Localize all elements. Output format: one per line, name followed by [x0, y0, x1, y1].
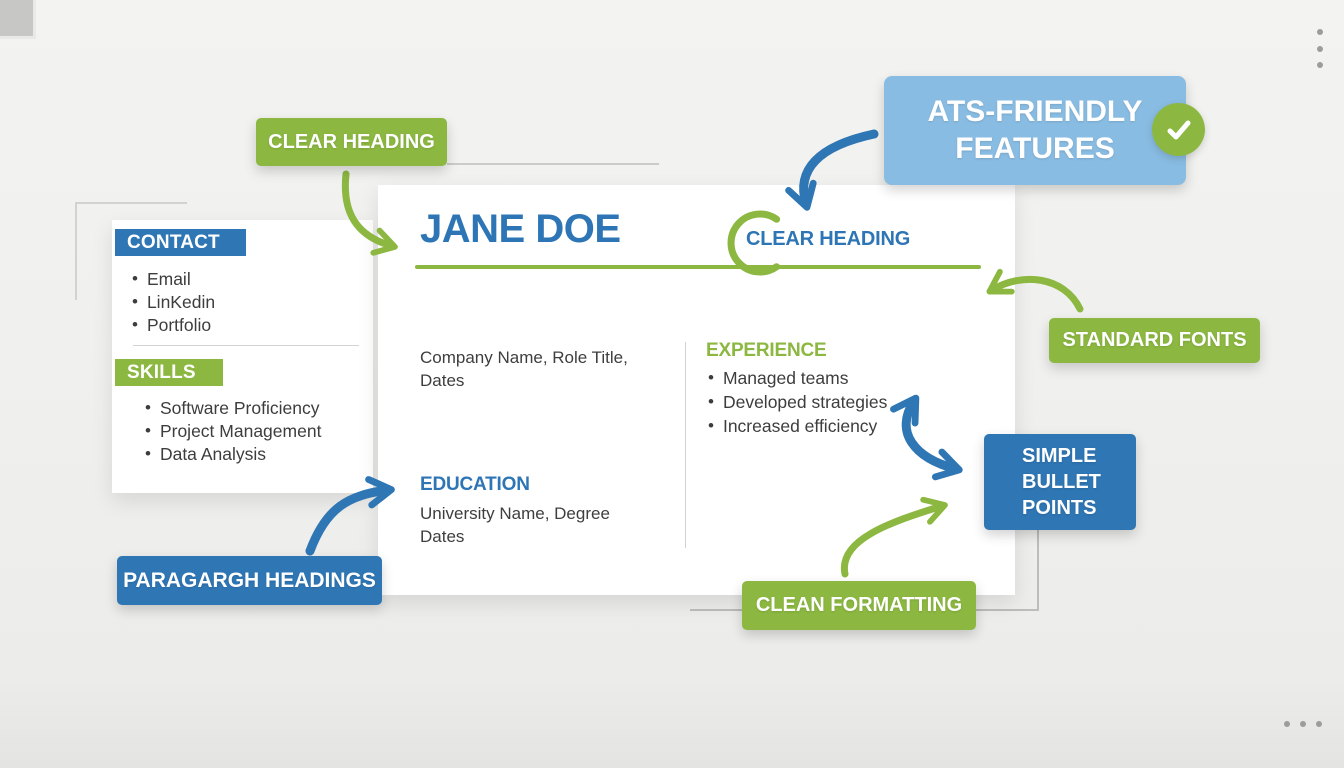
column-divider — [685, 342, 686, 548]
contact-item: LinKedin — [146, 292, 216, 312]
list-item: • Project Management — [145, 421, 322, 441]
heading-underline — [415, 265, 981, 269]
list-item: • LinKedin — [132, 292, 216, 312]
callout-label: ATS-FRIENDLY — [927, 94, 1143, 128]
bullet-icon: • — [132, 292, 138, 311]
simple-bullet-points-callout: SIMPLE BULLET POINTS — [984, 434, 1136, 530]
bullet-icon: • — [132, 269, 138, 288]
arrow-paragraph-headings-to-education — [305, 476, 395, 556]
skill-item: Project Management — [159, 421, 322, 441]
contact-item: Email — [146, 269, 191, 289]
bullet-icon: • — [145, 421, 151, 440]
clear-heading-callout: CLEAR HEADING — [256, 118, 447, 166]
university-line: University Name, Degree — [420, 504, 610, 523]
experience-bullet: Developed strategies — [722, 392, 888, 412]
main-resume-card: JANE DOE CLEAR HEADING Company Name, Rol… — [378, 185, 1015, 595]
frame-line-right — [1037, 455, 1039, 611]
dates-line: Dates — [420, 371, 465, 390]
clear-heading-annotation: CLEAR HEADING — [746, 228, 911, 250]
bullet-icon: • — [708, 416, 714, 435]
bullet-icon: • — [132, 315, 138, 334]
callout-label: CLEAN FORMATTING — [755, 594, 963, 616]
list-item: • Increased efficiency — [708, 416, 887, 436]
skill-item: Data Analysis — [159, 444, 266, 464]
education-heading: EDUCATION — [420, 474, 530, 495]
kebab-menu-dot — [1317, 46, 1323, 52]
check-icon — [1167, 120, 1190, 139]
ellipsis-dot — [1316, 721, 1322, 727]
resume-name: JANE DOE — [420, 207, 621, 251]
company-line: Company Name, Role Title, — [420, 348, 628, 367]
list-item: • Software Proficiency — [145, 398, 321, 418]
experience-bullet: Managed teams — [722, 368, 849, 388]
corner-bracket-decoration — [75, 202, 187, 300]
checkmark-badge — [1152, 103, 1205, 156]
bullet-icon: • — [708, 392, 714, 411]
sidebar-resume-card: CONTACT • Email • LinKedin • Portfolio S… — [112, 220, 373, 493]
paragraph-headings-callout: PARAGARGH HEADINGS — [117, 556, 382, 605]
education-entry: University Name, Degree Dates — [420, 502, 660, 548]
bullet-icon: • — [145, 398, 151, 417]
contact-list: • Email • LinKedin • Portfolio — [132, 270, 215, 339]
list-item: • Managed teams — [708, 368, 887, 388]
skills-heading: SKILLS — [127, 361, 196, 383]
callout-label: PARAGARGH HEADINGS — [123, 568, 376, 592]
experience-heading: EXPERIENCE — [706, 340, 827, 361]
section-divider — [133, 345, 359, 346]
dates-line: Dates — [420, 527, 465, 546]
ats-friendly-features-callout: ATS-FRIENDLY FEATURES — [884, 76, 1186, 185]
skills-section-label: SKILLS — [115, 359, 223, 386]
callout-label: SIMPLE BULLET POINTS — [1022, 445, 1101, 519]
kebab-menu-dot — [1317, 62, 1323, 68]
skills-list: • Software Proficiency • Project Managem… — [145, 399, 321, 468]
bullet-icon: • — [708, 368, 714, 387]
contact-section-label: CONTACT — [115, 229, 246, 256]
standard-fonts-callout: STANDARD FONTS — [1049, 318, 1260, 363]
callout-label: CLEAR HEADING — [268, 130, 435, 153]
ellipsis-dot — [1300, 721, 1306, 727]
list-item: • Developed strategies — [708, 392, 888, 412]
list-item: • Data Analysis — [145, 444, 321, 464]
contact-heading: CONTACT — [127, 231, 220, 253]
contact-item: Portfolio — [146, 315, 212, 335]
experience-entry: Company Name, Role Title, Dates — [420, 346, 650, 392]
callout-label: STANDARD FONTS — [1062, 329, 1247, 351]
divider-line — [447, 163, 659, 165]
experience-bullet: Increased efficiency — [722, 416, 878, 436]
kebab-menu-dot — [1317, 29, 1323, 35]
callout-label: FEATURES — [955, 131, 1115, 165]
bullet-icon: • — [145, 444, 151, 463]
list-item: • Email — [132, 269, 215, 289]
clean-formatting-callout: CLEAN FORMATTING — [742, 581, 976, 630]
corner-square-decoration — [0, 0, 36, 39]
experience-list: • Managed teams • Developed strategies •… — [708, 369, 887, 441]
skill-item: Software Proficiency — [159, 398, 320, 418]
ellipsis-dot — [1284, 721, 1290, 727]
list-item: • Portfolio — [132, 315, 215, 335]
